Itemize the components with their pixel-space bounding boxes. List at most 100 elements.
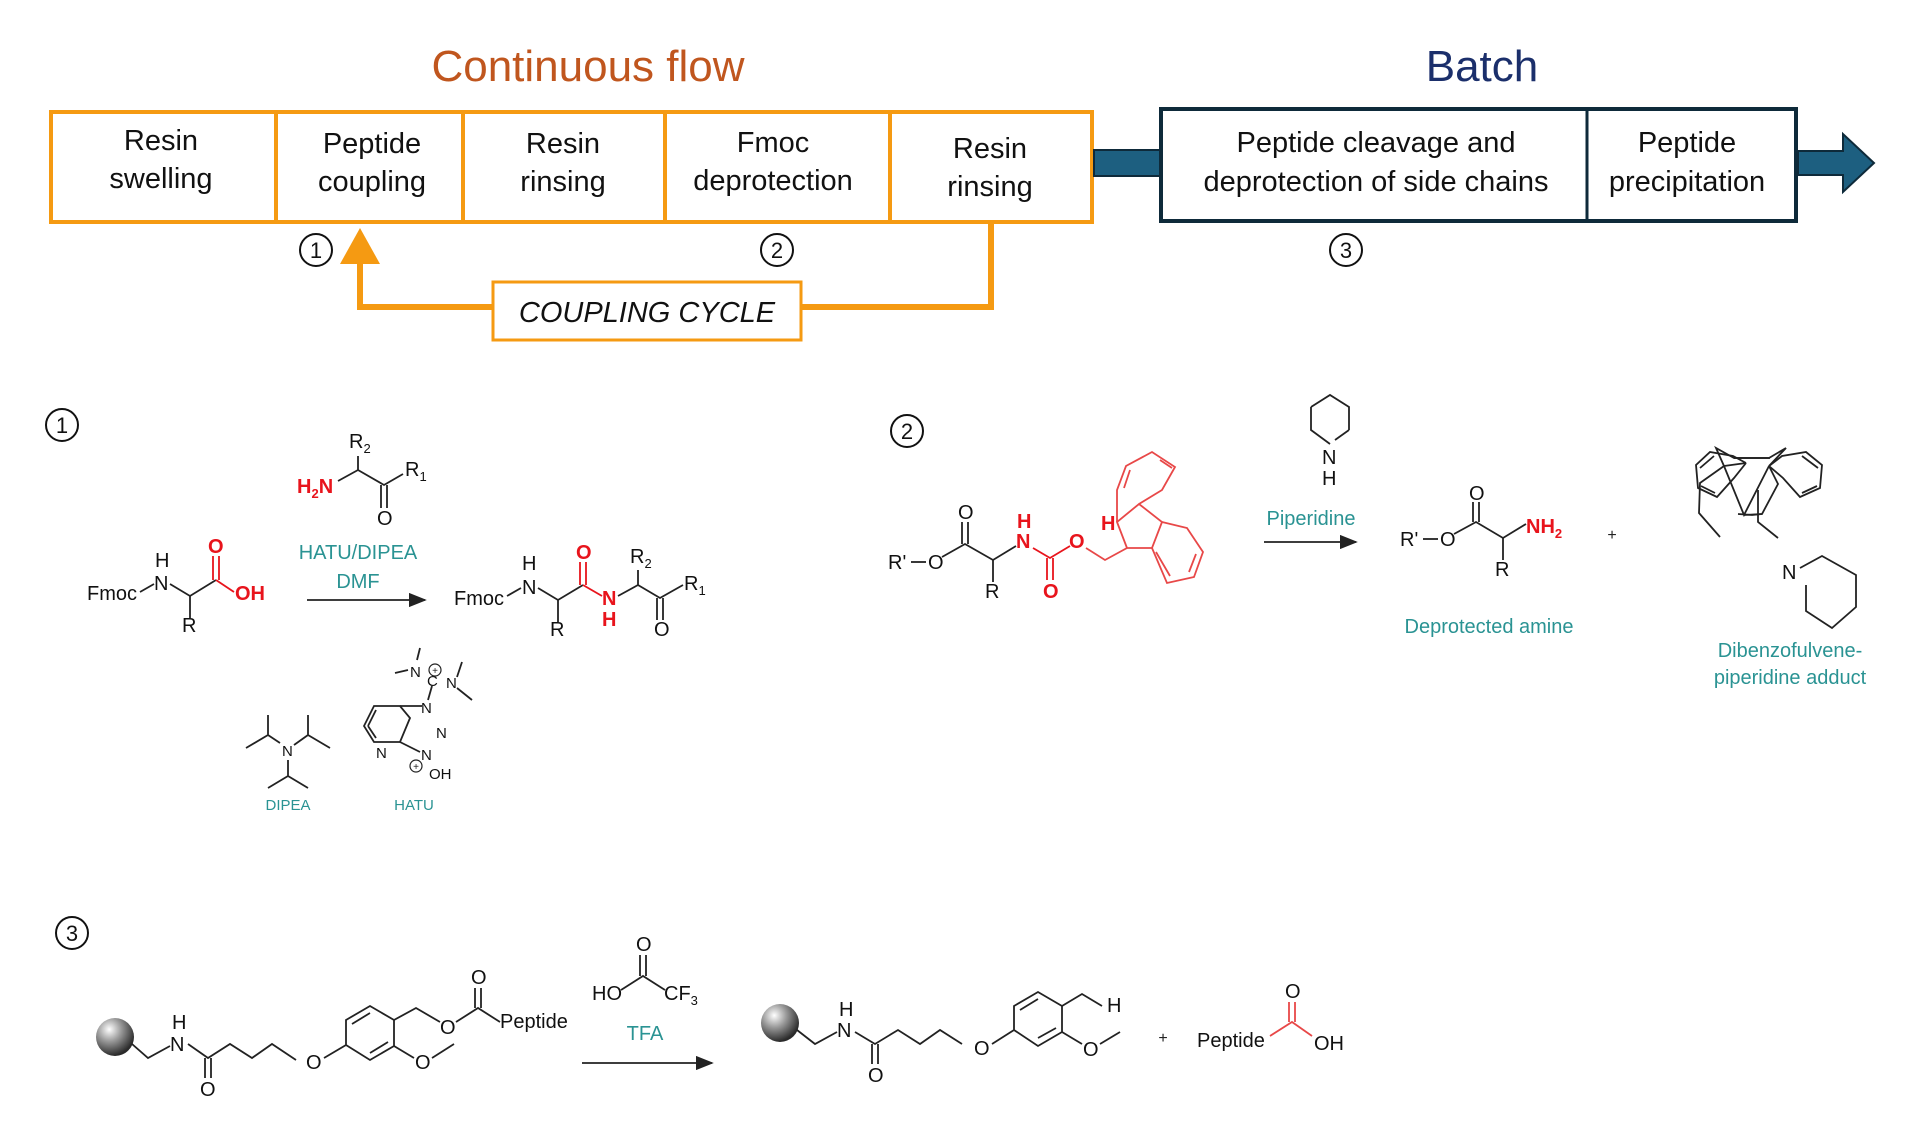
- peptide-acid-product: Peptide O OH: [1197, 981, 1344, 1055]
- svg-text:+: +: [432, 666, 438, 677]
- reaction-3-marker: 3: [55, 916, 89, 950]
- step-peptide-coupling: Peptide coupling: [318, 128, 426, 198]
- reaction-2-deprotected-amine: R' O O R NH2: [1400, 483, 1562, 581]
- step-peptide-precipitation: Peptide precipitation: [1609, 127, 1765, 198]
- svg-text:Peptide: Peptide: [1638, 127, 1736, 159]
- marker-1: 1: [299, 233, 333, 267]
- marker-2: 2: [760, 233, 794, 267]
- reaction-1-condition-1: HATU/DIPEA: [299, 542, 418, 564]
- svg-text:O: O: [958, 502, 974, 524]
- svg-text:2: 2: [901, 419, 913, 444]
- svg-text:N: N: [602, 588, 616, 610]
- reaction-3-product: N H O O H O: [761, 990, 1121, 1087]
- svg-text:CF3: CF3: [664, 983, 698, 1008]
- cycle-arrowhead-icon: [340, 228, 380, 264]
- svg-text:+: +: [413, 762, 419, 773]
- svg-text:Resin: Resin: [526, 128, 600, 160]
- svg-text:N: N: [436, 725, 447, 742]
- svg-text:R1: R1: [405, 459, 427, 484]
- resin-bead-icon: [96, 1018, 134, 1056]
- svg-text:COUPLING CYCLE: COUPLING CYCLE: [519, 297, 776, 329]
- output-arrow-icon: [1797, 131, 1876, 195]
- svg-text:H: H: [602, 609, 616, 631]
- dipea-structure: N DIPEA: [245, 715, 331, 814]
- step-fmoc-deprotection: Fmoc deprotection: [693, 127, 853, 197]
- svg-text:O: O: [1285, 981, 1301, 1003]
- svg-text:O: O: [868, 1065, 884, 1087]
- svg-text:Peptide: Peptide: [500, 1011, 568, 1033]
- continuous-flow-title: Continuous flow: [431, 42, 744, 91]
- step-peptide-cleavage: Peptide cleavage and deprotection of sid…: [1204, 127, 1549, 198]
- svg-text:O: O: [636, 934, 652, 956]
- svg-text:Peptide: Peptide: [323, 128, 421, 160]
- svg-text:N: N: [837, 1020, 851, 1042]
- svg-text:C: C: [427, 673, 438, 690]
- svg-text:H: H: [1322, 468, 1336, 490]
- svg-text:R2: R2: [630, 546, 652, 571]
- reaction-3-plus: +: [1158, 1030, 1167, 1047]
- svg-text:N: N: [421, 747, 432, 764]
- batch-title: Batch: [1426, 42, 1539, 91]
- reaction-1-reactant: Fmoc N H R O OH: [87, 536, 265, 637]
- svg-text:R': R': [1400, 529, 1418, 551]
- svg-text:N: N: [154, 573, 168, 595]
- svg-text:N: N: [1016, 531, 1030, 553]
- svg-text:O: O: [1043, 581, 1059, 603]
- deprotected-amine-label: Deprotected amine: [1405, 616, 1574, 638]
- svg-text:R2: R2: [349, 431, 371, 456]
- svg-text:O: O: [306, 1052, 322, 1074]
- svg-text:Fmoc: Fmoc: [737, 127, 810, 159]
- step-resin-rinsing-2: Resin rinsing: [947, 133, 1032, 203]
- svg-text:N: N: [421, 700, 432, 717]
- svg-text:N: N: [522, 577, 536, 599]
- svg-text:N: N: [1322, 447, 1336, 469]
- svg-text:1: 1: [310, 238, 322, 263]
- svg-text:O: O: [377, 508, 393, 530]
- svg-text:O: O: [415, 1052, 431, 1074]
- svg-text:coupling: coupling: [318, 166, 426, 198]
- svg-text:DIPEA: DIPEA: [265, 797, 310, 814]
- svg-text:precipitation: precipitation: [1609, 166, 1765, 198]
- reaction-1-condition-2: DMF: [336, 571, 379, 593]
- svg-text:3: 3: [1340, 238, 1352, 263]
- svg-text:Resin: Resin: [124, 125, 198, 157]
- svg-text:OH: OH: [1314, 1033, 1344, 1055]
- reaction-1-marker: 1: [45, 408, 79, 442]
- tfa-label: TFA: [627, 1023, 664, 1045]
- continuous-flow-box: [49, 110, 1094, 224]
- svg-text:N: N: [170, 1034, 184, 1056]
- svg-text:O: O: [576, 542, 592, 564]
- svg-text:R': R': [888, 552, 906, 574]
- resin-bead-icon: [761, 1004, 799, 1042]
- flow-connector: [1093, 149, 1163, 177]
- svg-text:O: O: [974, 1038, 990, 1060]
- svg-text:N: N: [446, 675, 457, 692]
- reaction-1-product: Fmoc N H R O N H R2 R1 O: [454, 542, 706, 641]
- svg-text:Fmoc: Fmoc: [454, 588, 504, 610]
- dibenzofulvene-adduct-structure: N: [1695, 445, 1857, 630]
- svg-text:O: O: [654, 619, 670, 641]
- svg-text:H: H: [522, 553, 536, 575]
- svg-text:N: N: [376, 745, 387, 762]
- svg-text:H: H: [172, 1012, 186, 1034]
- adduct-label-line-1: Dibenzofulvene-: [1718, 640, 1863, 662]
- svg-text:O: O: [928, 552, 944, 574]
- svg-text:O: O: [1469, 483, 1485, 505]
- reaction-2-plus: +: [1607, 527, 1616, 544]
- svg-text:R: R: [182, 615, 196, 637]
- svg-text:R: R: [1495, 559, 1509, 581]
- adduct-label-line-2: piperidine adduct: [1714, 667, 1867, 689]
- hatu-structure: N N N N OH + C + N N HATU: [362, 647, 473, 814]
- svg-text:3: 3: [66, 921, 78, 946]
- svg-text:HATU: HATU: [394, 797, 434, 814]
- svg-text:OH: OH: [429, 766, 452, 783]
- svg-text:R: R: [985, 581, 999, 603]
- svg-text:N: N: [410, 664, 421, 681]
- svg-text:2: 2: [771, 238, 783, 263]
- svg-text:rinsing: rinsing: [947, 171, 1032, 203]
- step-resin-rinsing-1: Resin rinsing: [520, 128, 605, 198]
- step-resin-swelling: Resin swelling: [109, 125, 212, 195]
- svg-text:N: N: [282, 743, 293, 760]
- svg-text:Peptide: Peptide: [1197, 1030, 1265, 1052]
